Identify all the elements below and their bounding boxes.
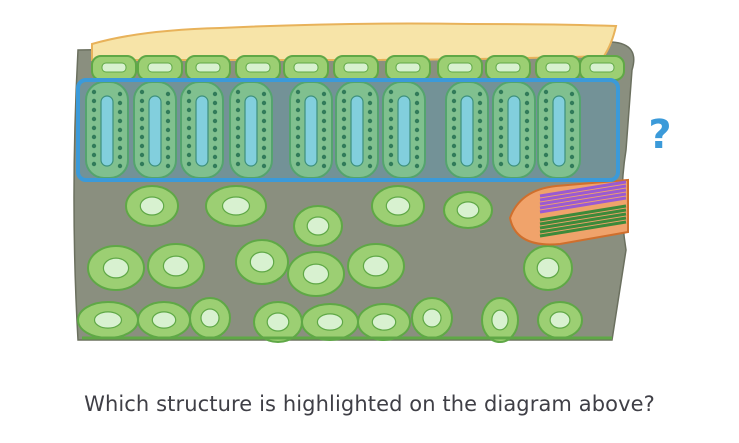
epidermis-vacuole (246, 63, 270, 72)
epidermis-vacuole (448, 63, 472, 72)
spongy-vacuole (250, 252, 273, 272)
spongy-vacuole (307, 217, 329, 235)
highlight-overlay (78, 80, 618, 180)
spongy-vacuole (457, 202, 479, 218)
leaf-cross-section-diagram: ? (0, 0, 739, 380)
spongy-vacuole (537, 258, 559, 278)
spongy-vacuole (372, 314, 395, 330)
spongy-vacuole (303, 264, 328, 284)
spongy-vacuole (103, 258, 128, 278)
spongy-vacuole (423, 309, 441, 327)
upper-epidermis (92, 56, 624, 80)
epidermis-vacuole (590, 63, 614, 72)
epidermis-vacuole (496, 63, 520, 72)
highlight-box (78, 80, 618, 180)
epidermis-vacuole (148, 63, 172, 72)
spongy-vacuole (492, 310, 508, 330)
spongy-vacuole (95, 312, 122, 328)
epidermis-vacuole (196, 63, 220, 72)
spongy-vacuole (317, 314, 342, 330)
spongy-vacuole (363, 256, 388, 276)
spongy-vacuole (163, 256, 188, 276)
spongy-vacuole (267, 313, 289, 331)
cuticle (92, 24, 616, 61)
epidermis-vacuole (344, 63, 368, 72)
epidermis-vacuole (546, 63, 570, 72)
spongy-vacuole (152, 312, 175, 328)
spongy-vacuole (386, 197, 409, 215)
spongy-vacuole (223, 197, 250, 215)
epidermis-vacuole (294, 63, 318, 72)
epidermis-vacuole (102, 63, 126, 72)
question-mark-label: ? (648, 112, 671, 158)
epidermis-vacuole (396, 63, 420, 72)
question-text: Which structure is highlighted on the di… (0, 392, 739, 416)
spongy-vacuole (550, 312, 570, 328)
spongy-vacuole (201, 309, 219, 327)
upper-cuticle (92, 24, 616, 61)
spongy-vacuole (140, 197, 163, 215)
